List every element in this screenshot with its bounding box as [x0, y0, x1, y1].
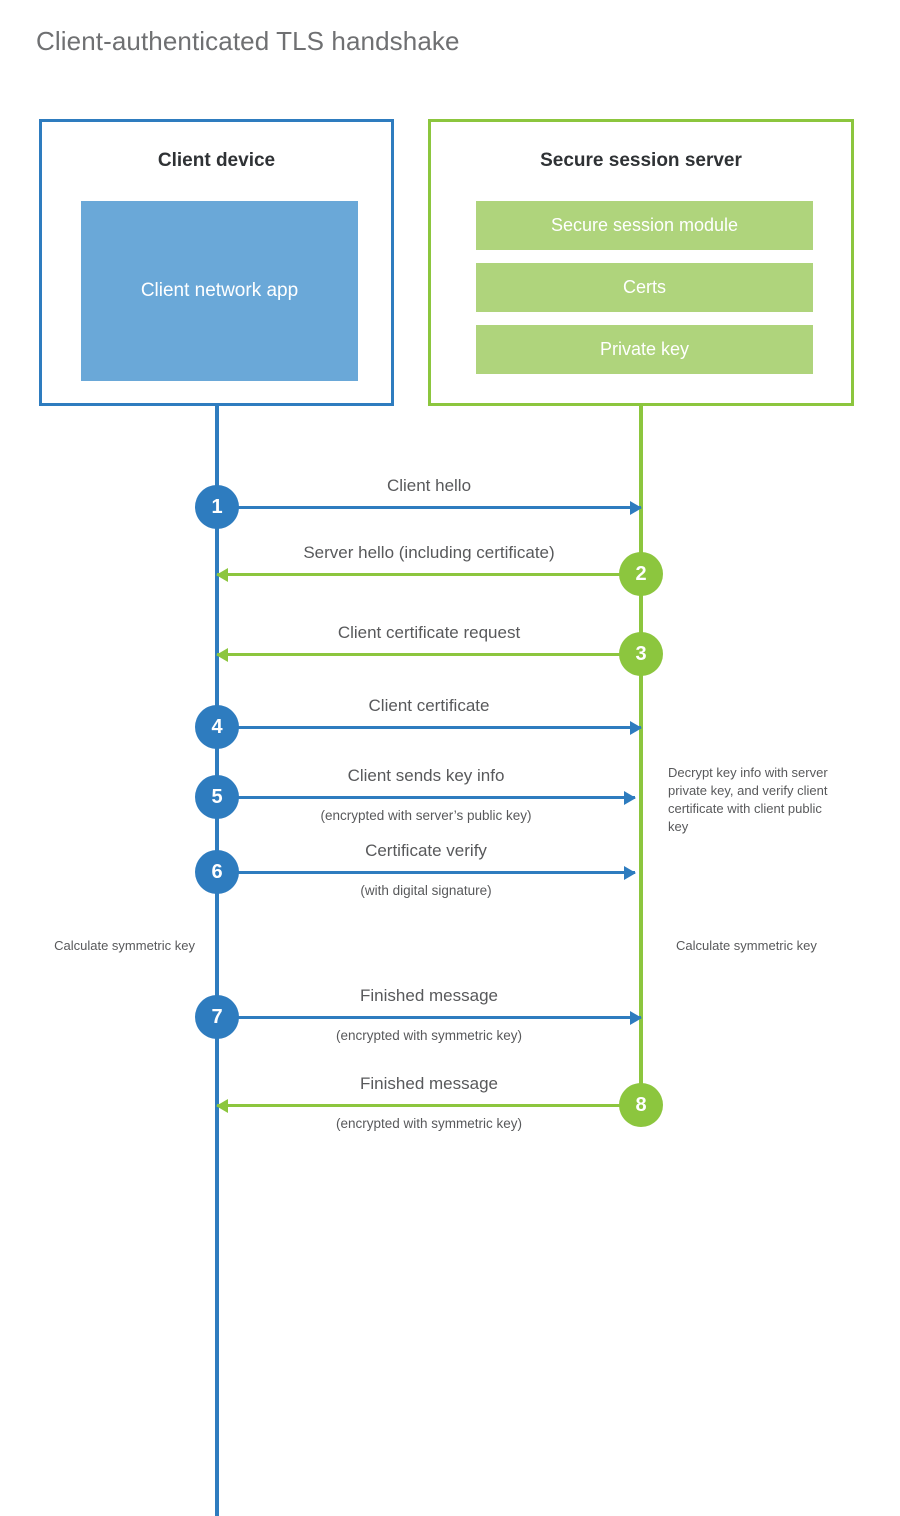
arrow-head-right-icon: [624, 865, 636, 880]
message-arrow-5: Client sends key info (encrypted with se…: [217, 766, 636, 823]
message-arrow-4: Client certificate: [217, 696, 642, 735]
diagram-canvas: Client-authenticated TLS handshake Clien…: [36, 26, 854, 1516]
step-circle-4[interactable]: 4: [195, 705, 239, 749]
message-arrow-3: Client certificate request: [216, 623, 641, 662]
step-circle-3[interactable]: 3: [619, 632, 663, 676]
message-label-3: Client certificate request: [337, 623, 521, 642]
arrow-head-left-icon: [216, 647, 228, 662]
message-arrow-7: Finished message (encrypted with symmetr…: [217, 986, 642, 1043]
arrow-shaft: [217, 1104, 641, 1107]
step-circle-8[interactable]: 8: [619, 1083, 663, 1127]
page-title: Client-authenticated TLS handshake: [36, 26, 460, 56]
secure-session-server-title: Secure session server: [540, 150, 742, 171]
message-arrow-6: Certificate verify (with digital signatu…: [217, 841, 636, 898]
step-circle-7[interactable]: 7: [195, 995, 239, 1039]
step-circle-6[interactable]: 6: [195, 850, 239, 894]
arrow-shaft: [217, 726, 641, 729]
arrow-shaft: [217, 871, 635, 874]
message-arrow-2: Server hello (including certificate): [216, 543, 641, 582]
client-device-box: Client device Client network app: [39, 119, 394, 406]
message-sublabel-8: (encrypted with symmetric key): [335, 1116, 523, 1131]
message-sublabel-7: (encrypted with symmetric key): [335, 1028, 523, 1043]
message-label-1: Client hello: [386, 476, 472, 495]
arrow-shaft: [217, 653, 641, 656]
message-sublabel-6: (with digital signature): [360, 883, 492, 898]
arrow-shaft: [217, 796, 635, 799]
arrow-head-left-icon: [216, 1098, 228, 1113]
note-server-calculate: Calculate symmetric key: [676, 938, 817, 953]
secure-session-server-box: Secure session server Secure session mod…: [428, 119, 854, 406]
message-label-6: Certificate verify: [365, 841, 487, 860]
note-client-calculate: Calculate symmetric key: [54, 938, 195, 953]
message-label-8: Finished message: [360, 1074, 498, 1093]
arrow-head-right-icon: [624, 790, 636, 805]
server-lifeline: [639, 404, 643, 1107]
step-circle-2[interactable]: 2: [619, 552, 663, 596]
server-component-secure-session-module: Secure session module: [476, 201, 813, 250]
arrow-head-left-icon: [216, 567, 228, 582]
client-network-app-box: Client network app: [81, 201, 358, 381]
arrow-shaft: [217, 573, 641, 576]
step-circle-1[interactable]: 1: [195, 485, 239, 529]
client-device-title: Client device: [157, 150, 276, 171]
server-component-private-key: Private key: [476, 325, 813, 374]
message-label-7: Finished message: [360, 986, 498, 1005]
arrow-head-right-icon: [630, 500, 642, 515]
arrow-head-right-icon: [630, 1010, 642, 1025]
server-component-certs: Certs: [476, 263, 813, 312]
step-circle-5[interactable]: 5: [195, 775, 239, 819]
client-lifeline: [215, 404, 219, 1516]
note-server-decrypt: Decrypt key info with server private key…: [668, 765, 828, 834]
message-label-2: Server hello (including certificate): [303, 543, 555, 562]
message-label-4: Client certificate: [368, 696, 490, 715]
message-arrow-1: Client hello: [217, 476, 642, 515]
arrow-shaft: [217, 506, 641, 509]
message-arrow-8: Finished message (encrypted with symmetr…: [216, 1074, 641, 1131]
message-label-5: Client sends key info: [347, 766, 505, 785]
arrow-shaft: [217, 1016, 641, 1019]
message-sublabel-5: (encrypted with server’s public key): [320, 808, 532, 823]
arrow-head-right-icon: [630, 720, 642, 735]
